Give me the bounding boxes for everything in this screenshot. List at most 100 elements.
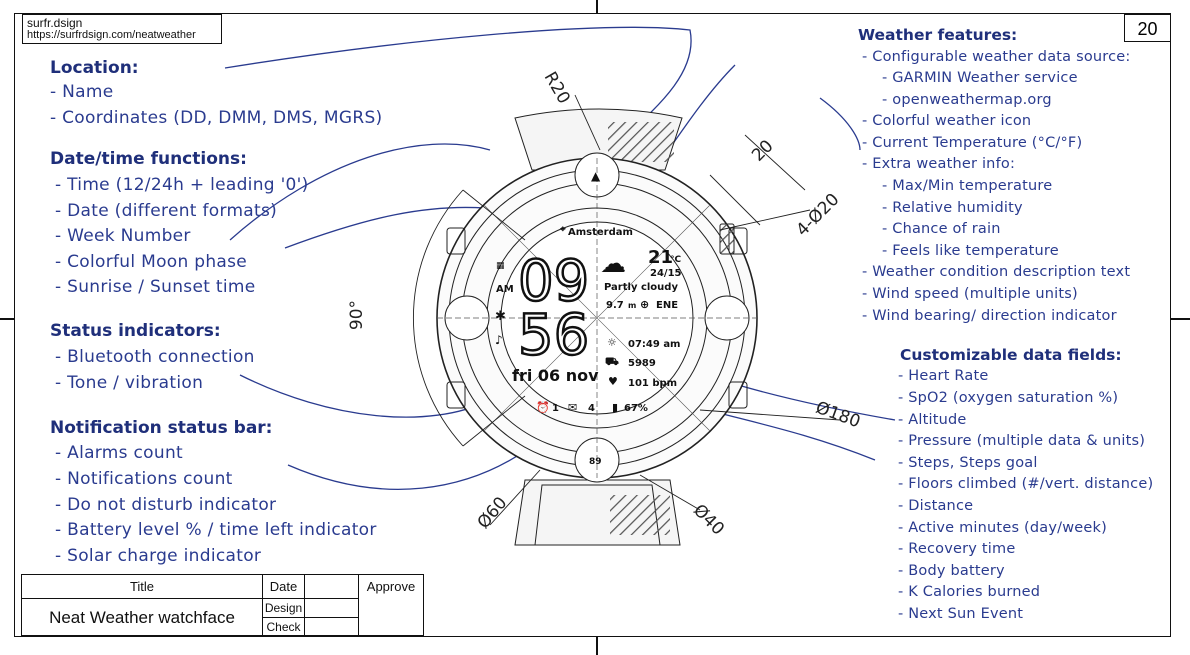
brand-url[interactable]: https://surfrdsign.com/neatweather: [27, 29, 196, 41]
weather-item: - Weather condition description text: [862, 264, 1131, 280]
weather-item: - Current Temperature (°C/°F): [862, 135, 1083, 151]
watch-minutes: 56: [518, 303, 589, 368]
date-label: Date: [263, 575, 305, 599]
data-field-item: - Next Sun Event: [898, 606, 1024, 622]
watch-bluetooth-icon: ✱: [495, 309, 506, 324]
check-label: Check: [263, 618, 305, 637]
notification-item: - Solar charge indicator: [55, 546, 262, 566]
brand-box: surfr.dsign https://surfrdsign.com/neatw…: [22, 14, 222, 44]
watch-alarms: 1: [552, 403, 559, 414]
data-field-item: - Distance: [898, 498, 974, 514]
section-title-status: Status indicators:: [50, 321, 221, 341]
data-field-item: - Heart Rate: [898, 368, 989, 384]
design-label: Design: [263, 599, 305, 618]
page-number: 20: [1124, 14, 1171, 42]
drawing-frame: [14, 13, 1171, 637]
watch-location: Amsterdam: [568, 227, 633, 238]
watch-minmax: 24/15: [650, 268, 682, 279]
watch-heart-rate: 101 bpm: [628, 378, 677, 389]
data-field-item: - Altitude: [898, 412, 967, 428]
notification-item: - Notifications count: [55, 469, 233, 489]
section-title-weather: Weather features:: [858, 26, 1018, 44]
watch-wind-unit: m: [628, 301, 636, 310]
top-center-tick: [596, 0, 598, 13]
leader-line: [819, 97, 861, 151]
watch-ampm-small: ▦: [496, 261, 505, 271]
watch-notifications: 4: [588, 403, 595, 414]
leader-line: [284, 206, 506, 249]
bottom-center-tick: [596, 637, 598, 655]
watch-temp-unit: °C: [670, 255, 682, 265]
left-center-tick: [0, 318, 14, 320]
watch-steps: 5989: [628, 358, 656, 369]
title-label: Title: [22, 575, 263, 599]
location-item: - Coordinates (DD, DMM, DMS, MGRS): [50, 108, 383, 128]
watch-date: fri 06 nov: [512, 366, 599, 385]
right-center-tick: [1171, 318, 1190, 320]
weather-item: - Colorful weather icon: [862, 113, 1032, 129]
watch-hours: 09: [518, 249, 589, 314]
datetime-item: - Date (different formats): [55, 201, 278, 221]
watch-wind-compass-icon: ⊕: [640, 298, 649, 311]
watch-condition: Partly cloudy: [604, 282, 678, 293]
data-field-item: - Active minutes (day/week): [898, 520, 1107, 536]
location-item: - Name: [50, 82, 114, 102]
check-cell[interactable]: [305, 618, 359, 637]
notification-item: - Do not disturb indicator: [55, 495, 277, 515]
dimension-90-degrees: 90°: [347, 299, 368, 331]
watch-location-pin-icon: ⌖: [559, 224, 566, 235]
weather-item: - Wind speed (multiple units): [862, 286, 1078, 302]
data-field-item: - K Calories burned: [898, 584, 1041, 600]
watch-sun-event: 07:49 am: [628, 339, 680, 350]
status-item: - Tone / vibration: [55, 373, 204, 393]
brand-name: surfr.dsign: [27, 16, 83, 30]
watch-temperature: 21: [648, 247, 673, 268]
section-title-data-fields: Customizable data fields:: [900, 346, 1122, 364]
watch-ampm: AM: [496, 284, 514, 295]
watch-wind: 9.7: [606, 300, 624, 311]
watch-battery: 67%: [624, 403, 648, 414]
data-field-item: - Steps, Steps goal: [898, 455, 1038, 471]
watch-wind-dir: ENE: [656, 300, 678, 311]
title-value: Neat Weather watchface: [22, 599, 263, 637]
weather-item: - GARMIN Weather service: [882, 70, 1078, 86]
approve-label: Approve: [366, 579, 416, 594]
status-item: - Bluetooth connection: [55, 347, 255, 367]
weather-item: - Configurable weather data source:: [862, 49, 1131, 65]
watch-sub-bottom: 89: [589, 457, 602, 467]
watch-bell-icon: ♪: [495, 333, 503, 347]
watch-sub-top: ▲: [591, 169, 601, 183]
notification-item: - Battery level % / time left indicator: [55, 520, 377, 540]
leader-line: [229, 143, 491, 241]
weather-item: - Max/Min temperature: [882, 178, 1053, 194]
data-field-item: - Recovery time: [898, 541, 1016, 557]
weather-item: - Extra weather info:: [862, 156, 1016, 172]
data-field-item: - SpO2 (oxygen saturation %): [898, 390, 1119, 406]
weather-item: - Chance of rain: [882, 221, 1001, 237]
watch-alarm-icon: ⏰: [536, 400, 550, 414]
date-cell[interactable]: [305, 575, 359, 599]
notification-item: - Alarms count: [55, 443, 183, 463]
watch-notification-icon: ✉: [568, 401, 577, 414]
data-field-item: - Floors climbed (#/vert. distance): [898, 476, 1154, 492]
data-field-item: - Pressure (multiple data & units): [898, 433, 1146, 449]
leader-line: [287, 439, 541, 490]
section-title-notifications: Notification status bar:: [50, 418, 273, 438]
datetime-item: - Sunrise / Sunset time: [55, 277, 256, 297]
data-field-item: - Body battery: [898, 563, 1005, 579]
watch-weather-cloud-icon: ☁: [600, 249, 626, 279]
datetime-item: - Colorful Moon phase: [55, 252, 248, 272]
weather-item: - Wind bearing/ direction indicator: [862, 308, 1117, 324]
leader-line: [224, 26, 692, 161]
design-cell[interactable]: [305, 599, 359, 618]
watch-battery-icon: ▮: [612, 401, 618, 414]
datetime-item: - Time (12/24h + leading '0'): [55, 175, 309, 195]
section-title-datetime: Date/time functions:: [50, 149, 247, 169]
weather-item: - Feels like temperature: [882, 243, 1059, 259]
weather-item: - Relative humidity: [882, 200, 1023, 216]
title-block: Title Neat Weather watchface Date Design…: [21, 574, 424, 637]
datetime-item: - Week Number: [55, 226, 191, 246]
watch-steps-icon: ⛟: [605, 355, 619, 368]
section-title-location: Location:: [50, 58, 139, 78]
